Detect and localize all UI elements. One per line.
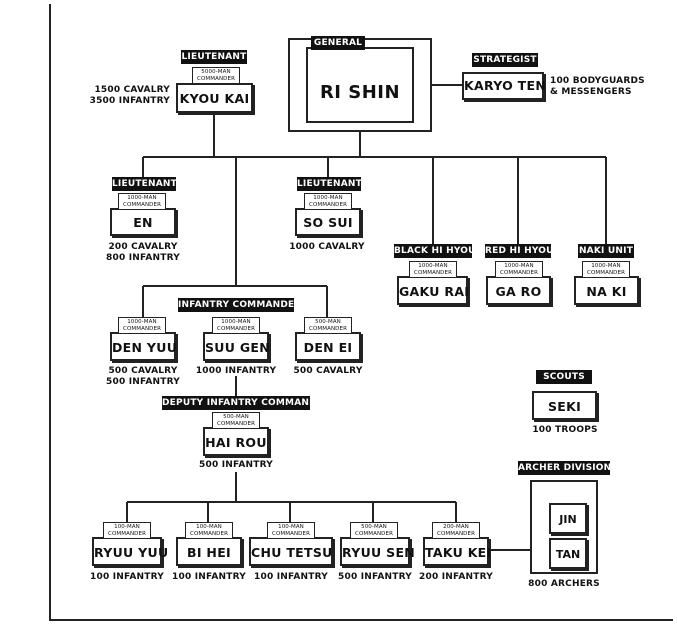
kyoukai-name: KYOU KAI bbox=[179, 91, 250, 106]
naki-box: NA KI bbox=[574, 276, 639, 305]
general-box: RI SHIN bbox=[306, 47, 414, 123]
en-box: EN bbox=[110, 208, 176, 236]
naki-name: NA KI bbox=[586, 284, 627, 299]
ryuuyuu-box: RYUU YUU bbox=[92, 537, 169, 566]
strategist-box: KARYO TEN bbox=[462, 72, 547, 100]
ryuuyuu-troops: 100 INFANTRY bbox=[90, 572, 164, 582]
ryuusen-name: RYUU SEN bbox=[342, 545, 416, 560]
archer-member-tan: TAN bbox=[549, 538, 587, 569]
chutetsu-troops: 100 INFANTRY bbox=[254, 572, 328, 582]
en-troops: 200 CAVALRY 800 INFANTRY bbox=[106, 242, 180, 263]
hairou-name: HAI ROU bbox=[205, 435, 267, 450]
archer-division-title: ARCHER DIVISION bbox=[518, 461, 612, 475]
strategist-title: STRATEGIST bbox=[472, 53, 538, 67]
denei-box: DEN EI bbox=[295, 332, 361, 361]
takukei-troops: 200 INFANTRY bbox=[419, 572, 493, 582]
sosui-name: SO SUI bbox=[303, 215, 353, 230]
sosui-box: SO SUI bbox=[295, 208, 361, 236]
gakurai-title: BLACK HI HYOU bbox=[394, 244, 476, 258]
general-name: RI SHIN bbox=[319, 82, 401, 103]
archer-division-troops: 800 ARCHERS bbox=[528, 579, 600, 589]
kyoukai-troops: 1500 CAVALRY 3500 INFANTRY bbox=[89, 85, 170, 106]
hairou-title: DEPUTY INFANTRY COMMANDER bbox=[162, 396, 331, 410]
denyuu-troops: 500 CAVALRY 500 INFANTRY bbox=[106, 366, 180, 387]
garo-title: RED HI HYOU bbox=[485, 244, 554, 258]
ryuuyuu-name: RYUU YUU bbox=[94, 545, 169, 560]
denei-name: DEN EI bbox=[303, 340, 353, 355]
general-title: GENERAL bbox=[311, 36, 365, 50]
frame-left-border bbox=[49, 4, 51, 620]
denei-troops: 500 CAVALRY bbox=[293, 366, 363, 376]
ryuusen-troops: 500 INFANTRY bbox=[338, 572, 412, 582]
frame-bottom-border bbox=[49, 619, 673, 621]
chutetsu-name: CHU TETSU bbox=[251, 545, 333, 560]
suugen-troops: 1000 INFANTRY bbox=[195, 366, 277, 376]
naki-title: NAKI UNIT bbox=[578, 244, 634, 258]
garo-box: GA RO bbox=[486, 276, 551, 305]
takukei-box: TAKU KEI bbox=[423, 537, 492, 566]
strategist-note: 100 BODYGUARDS & MESSENGERS bbox=[550, 76, 645, 97]
gakurai-box: GAKU RAI bbox=[397, 276, 470, 305]
suugen-box: SUU GEN bbox=[203, 332, 271, 361]
denyuu-name: DEN YUU bbox=[112, 340, 178, 355]
scouts-troops: 100 TROOPS bbox=[532, 425, 598, 435]
scouts-title: SCOUTS bbox=[536, 370, 592, 384]
scouts-box: SEKI bbox=[532, 391, 597, 420]
hairou-box: HAI ROU bbox=[203, 427, 269, 456]
strategist-name: KARYO TEN bbox=[464, 78, 547, 93]
denyuu-box: DEN YUU bbox=[110, 332, 178, 361]
chutetsu-box: CHU TETSU bbox=[249, 537, 333, 566]
en-title: LIEUTENANT bbox=[112, 177, 177, 191]
takukei-name: TAKU KEI bbox=[425, 545, 492, 560]
archer-member-jin: JIN bbox=[549, 503, 587, 534]
sosui-title: LIEUTENANT bbox=[297, 177, 362, 191]
bihei-box: BI HEI bbox=[176, 537, 242, 566]
hairou-troops: 500 INFANTRY bbox=[199, 460, 273, 470]
garo-name: GA RO bbox=[495, 284, 542, 299]
bihei-name: BI HEI bbox=[187, 545, 231, 560]
suugen-name: SUU GEN bbox=[205, 340, 271, 355]
kyoukai-title: LIEUTENANT bbox=[181, 50, 247, 64]
ryuusen-box: RYUU SEN bbox=[340, 537, 416, 566]
infantry-commander-title: INFANTRY COMMANDER bbox=[178, 298, 302, 312]
kyoukai-box: KYOU KAI bbox=[176, 83, 253, 113]
bihei-troops: 100 INFANTRY bbox=[172, 572, 246, 582]
en-name: EN bbox=[133, 215, 153, 230]
gakurai-name: GAKU RAI bbox=[399, 284, 470, 299]
sosui-troops: 1000 CAVALRY bbox=[289, 242, 365, 252]
scouts-name: SEKI bbox=[547, 399, 582, 414]
